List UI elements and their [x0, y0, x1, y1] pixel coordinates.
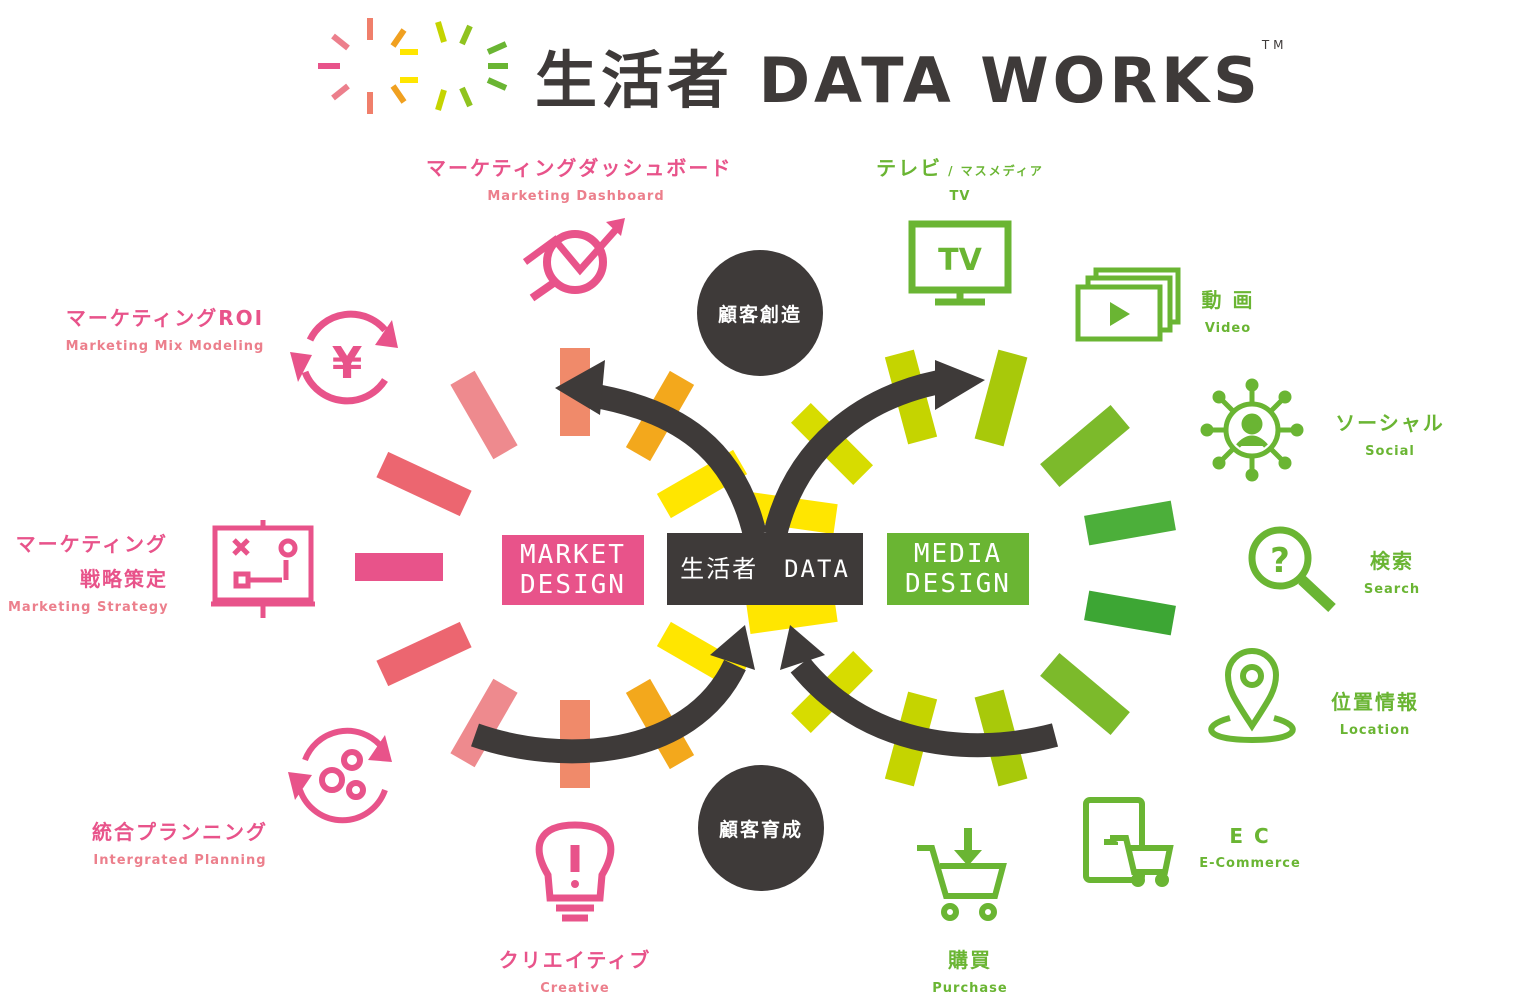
tv-sub-label: / マスメディア	[948, 164, 1044, 178]
tv-label: テレビ/ マスメディア TV	[876, 156, 1044, 204]
chart-magnifier-icon	[522, 218, 625, 302]
page-title: 生活者 DATA WORKSTM	[535, 38, 1288, 117]
flow-arrows	[471, 368, 1059, 764]
gears-cycle-icon	[288, 727, 392, 824]
creative-label: クリエイティブ Creative	[498, 948, 652, 996]
video-icon	[1075, 267, 1181, 342]
customer-nurture-circle: 顧客育成	[698, 765, 824, 891]
purchase-cart-icon	[917, 828, 1007, 921]
location-pin-icon	[1208, 648, 1296, 744]
strategy-board-icon	[211, 520, 315, 618]
core-label-en: DATA	[784, 555, 850, 583]
social-network-icon	[1200, 378, 1304, 482]
core-label-jp: 生活者	[680, 555, 759, 583]
search-icon: ?	[1248, 526, 1336, 613]
market-design-line1: MARKET	[520, 540, 626, 570]
arrow-heads	[555, 360, 985, 670]
customer-creation-circle: 顧客創造	[697, 250, 823, 376]
video-label: 動 画 Video	[1201, 288, 1255, 336]
svg-text:¥: ¥	[332, 338, 363, 389]
purchase-label: 購買 Purchase	[932, 948, 1008, 996]
social-label: ソーシャル Social	[1335, 411, 1445, 459]
ec-label: E C E-Commerce	[1199, 824, 1301, 871]
tv-icon-text: TV	[938, 243, 982, 278]
svg-text:?: ?	[1270, 541, 1290, 581]
market-design-box: MARKET DESIGN	[502, 535, 644, 605]
consumer-data-box: 生活者 DATA	[667, 533, 863, 605]
location-label: 位置情報 Location	[1331, 690, 1419, 738]
dashboard-label: マーケティングダッシュボード Marketing Dashboard	[426, 156, 733, 204]
tv-icon	[908, 220, 1012, 306]
logo-burst-icon	[318, 18, 508, 114]
idea-bulb-icon	[535, 821, 615, 922]
media-design-box: MEDIA DESIGN	[887, 533, 1029, 605]
media-design-line2: DESIGN	[905, 569, 1011, 599]
strategy-label: マーケティング 戦略策定 Marketing Strategy	[8, 532, 169, 615]
trademark: TM	[1261, 38, 1288, 52]
media-design-line1: MEDIA	[913, 539, 1003, 569]
ecommerce-cart-icon	[1083, 797, 1174, 887]
yen-cycle-icon: ¥	[290, 310, 398, 405]
roi-label: マーケティングROI Marketing Mix Modeling	[65, 306, 265, 354]
search-label: 検索 Search	[1363, 549, 1421, 597]
market-design-line2: DESIGN	[520, 570, 626, 600]
planning-label: 統合プランニング Intergrated Planning	[92, 820, 268, 868]
